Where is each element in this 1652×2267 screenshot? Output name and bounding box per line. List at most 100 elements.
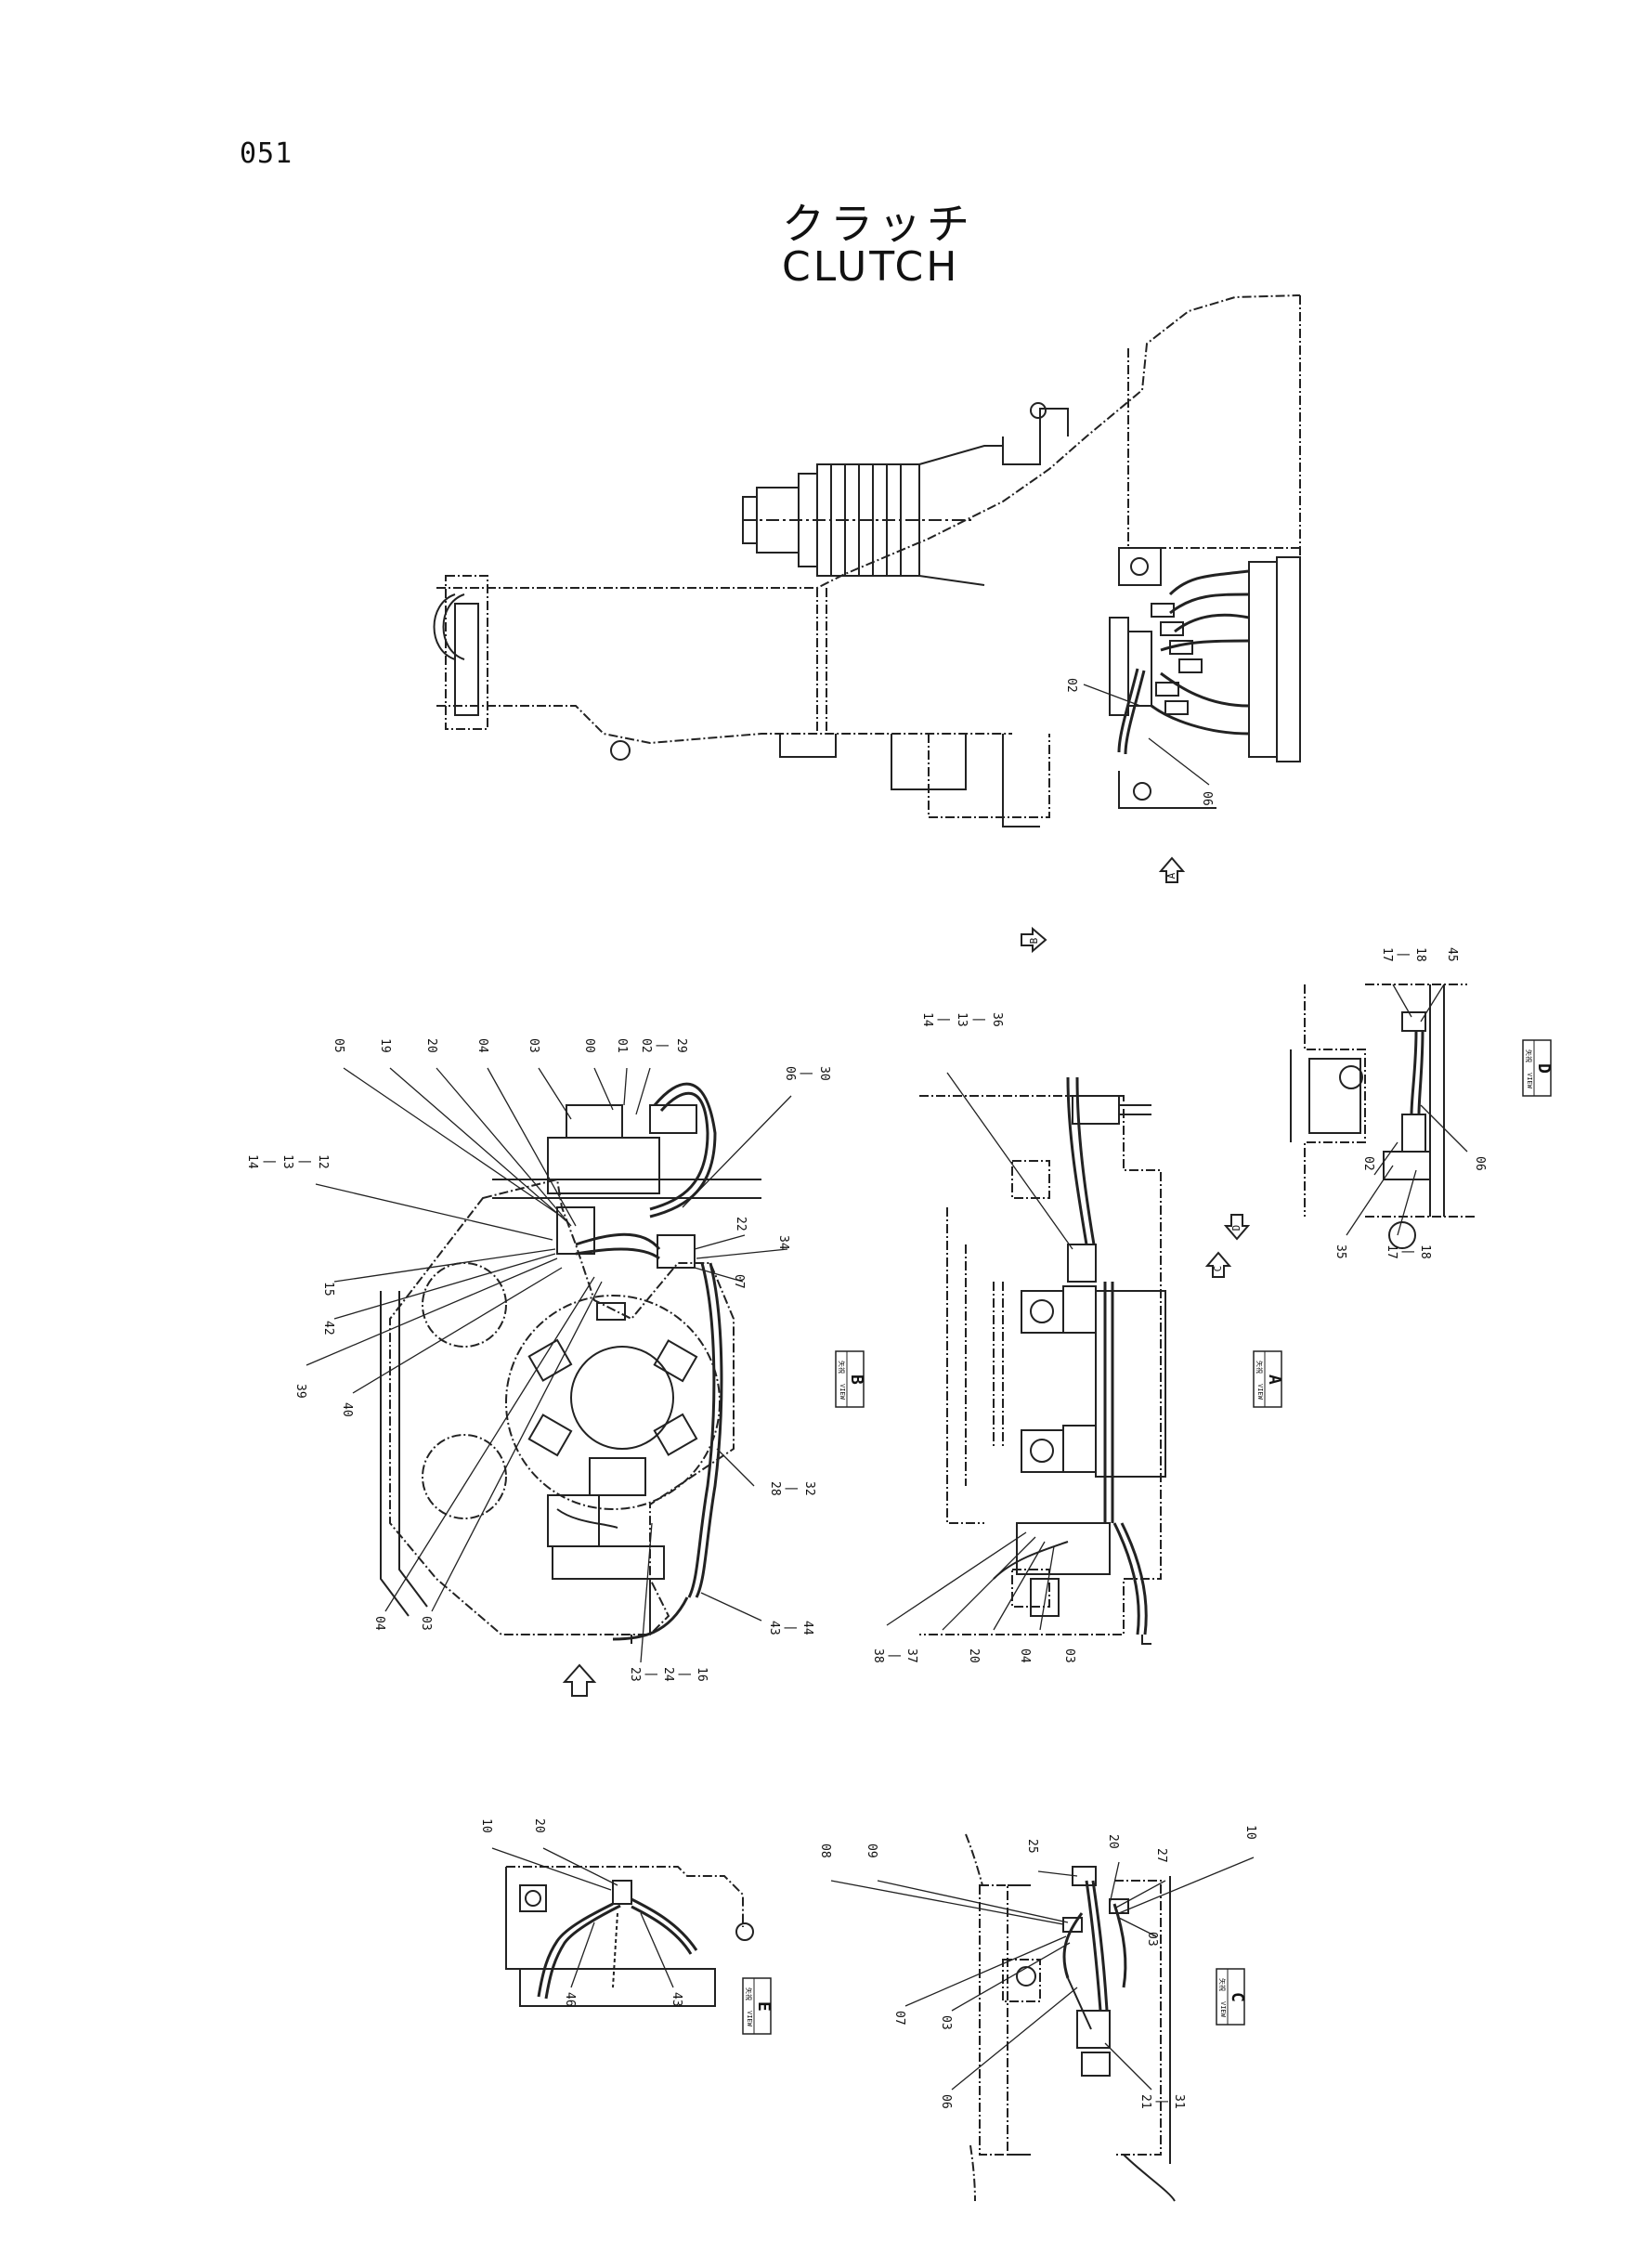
part-number: | (937, 1016, 951, 1023)
view-kanji: 矢視 (1525, 1049, 1533, 1062)
part-number: 21 (1138, 2094, 1152, 2109)
part-number: | (1155, 2098, 1169, 2105)
view-word: VIEW (1219, 2001, 1227, 2018)
part-number: 45 (1445, 947, 1459, 962)
view-a-drawing (919, 1076, 1166, 1645)
part-number: 42 (321, 1321, 335, 1335)
part-number: 04 (475, 1038, 489, 1053)
part-number: | (644, 1671, 658, 1678)
part-number: 18 (1418, 1244, 1432, 1259)
part-number: 10 (479, 1818, 493, 1833)
part-number: | (785, 1485, 799, 1492)
part-number: 03 (1145, 1932, 1159, 1947)
view-letter: B (847, 1375, 866, 1385)
part-number: 18 (1413, 947, 1427, 962)
part-number: 24 (661, 1667, 675, 1682)
part-number: | (656, 1042, 670, 1049)
view-label-c: 矢視 VIEW C (1216, 1968, 1247, 2026)
view-b-drawing (380, 1082, 761, 1644)
view-label-d: 矢視 VIEW D (1522, 1039, 1554, 1097)
part-number: 40 (340, 1402, 354, 1417)
part-number: | (298, 1158, 312, 1166)
part-number: 03 (939, 2015, 953, 2030)
view-d-leaders (1346, 984, 1468, 1236)
view-e-callouts: 10 20 46 43 (479, 1818, 683, 2007)
part-number: 22 (734, 1217, 748, 1231)
part-number: 04 (1018, 1648, 1032, 1663)
view-kanji: 矢視 (1218, 1978, 1227, 1991)
part-number: | (888, 1652, 902, 1660)
part-number: 07 (732, 1274, 746, 1289)
part-number: 06 (1473, 1156, 1487, 1171)
view-label-a: 矢視 VIEW A (1253, 1350, 1284, 1408)
view-arrows (562, 856, 1251, 1697)
part-number: 17 (1385, 1244, 1398, 1259)
view-label-b: 矢視 VIEW B (835, 1350, 866, 1408)
part-number: 02 (1361, 1156, 1375, 1171)
part-number: 27 (1154, 1848, 1168, 1863)
part-number: 10 (1243, 1825, 1257, 1840)
view-c-leaders (830, 1857, 1255, 2091)
part-number: 36 (990, 1012, 1004, 1027)
part-number: 37 (904, 1648, 918, 1663)
part-number: 00 (582, 1038, 596, 1053)
part-number: | (972, 1016, 986, 1023)
part-number: 20 (424, 1038, 438, 1053)
view-a-callouts: 14 | 13 | 36 38 | 37 20 04 03 (871, 1012, 1076, 1663)
part-number: 43 (670, 1992, 683, 2007)
part-number: 34 (776, 1235, 790, 1250)
arrow-letter-c: C (1212, 1266, 1224, 1272)
title-japanese: クラッチ (782, 199, 975, 249)
part-number: 08 (818, 1844, 832, 1858)
view-letter: D (1534, 1063, 1554, 1074)
part-number: 32 (802, 1481, 816, 1496)
part-number: | (784, 1624, 798, 1632)
part-number: 19 (378, 1038, 392, 1053)
view-b-leaders (306, 1067, 792, 1663)
part-number: 02 (1064, 678, 1078, 693)
part-number: | (1397, 951, 1411, 958)
view-c-drawing (965, 1833, 1176, 2202)
part-number: 13 (280, 1154, 294, 1169)
part-number: 12 (316, 1154, 330, 1169)
view-e-leaders (491, 1847, 674, 1988)
view-d-drawing (1290, 984, 1476, 1249)
part-number: | (800, 1070, 813, 1077)
arrow-letter-b: B (1028, 937, 1040, 944)
view-arrow-letters: A B C D (1028, 872, 1242, 1271)
page-number: 051 (240, 137, 293, 170)
part-number: 35 (1333, 1244, 1347, 1259)
view-word: VIEW (1256, 1384, 1264, 1401)
view-label-e: 矢視 VIEW E (742, 1977, 774, 2035)
view-kanji: 矢視 (1255, 1361, 1264, 1374)
part-number: | (263, 1158, 277, 1166)
part-number: 06 (783, 1066, 797, 1081)
view-e-drawing (505, 1866, 754, 2007)
part-number: | (678, 1671, 692, 1678)
view-kanji: 矢視 (745, 1987, 753, 2000)
view-b-callouts: 05 19 20 04 03 00 01 02 | 29 06 | 30 14 … (245, 1038, 831, 1682)
part-number: 16 (695, 1667, 709, 1682)
part-number: 07 (892, 2011, 906, 2026)
view-letter: A (1265, 1375, 1284, 1385)
part-number: 05 (332, 1038, 345, 1053)
view-d-callouts: 17 | 18 45 02 06 35 17 | 18 (1333, 947, 1487, 1259)
part-number: 46 (563, 1992, 577, 2007)
view-letter: C (1228, 1992, 1247, 2002)
part-number: 04 (372, 1616, 386, 1631)
top-assembly-view (433, 294, 1301, 827)
part-number: 03 (527, 1038, 540, 1053)
view-a-leaders (886, 1072, 1073, 1631)
view-c-callouts: 08 09 25 20 27 10 07 03 06 03 21 | 31 (818, 1825, 1257, 2109)
part-number: 29 (674, 1038, 688, 1053)
part-number: 31 (1172, 2094, 1186, 2109)
part-number: 25 (1025, 1839, 1039, 1854)
part-number: 28 (768, 1481, 782, 1496)
part-number: 20 (532, 1818, 546, 1833)
part-number: 38 (871, 1648, 885, 1663)
top-callouts: 02 06 (1064, 678, 1214, 806)
part-number: 15 (321, 1282, 335, 1296)
part-number: 06 (939, 2094, 953, 2109)
